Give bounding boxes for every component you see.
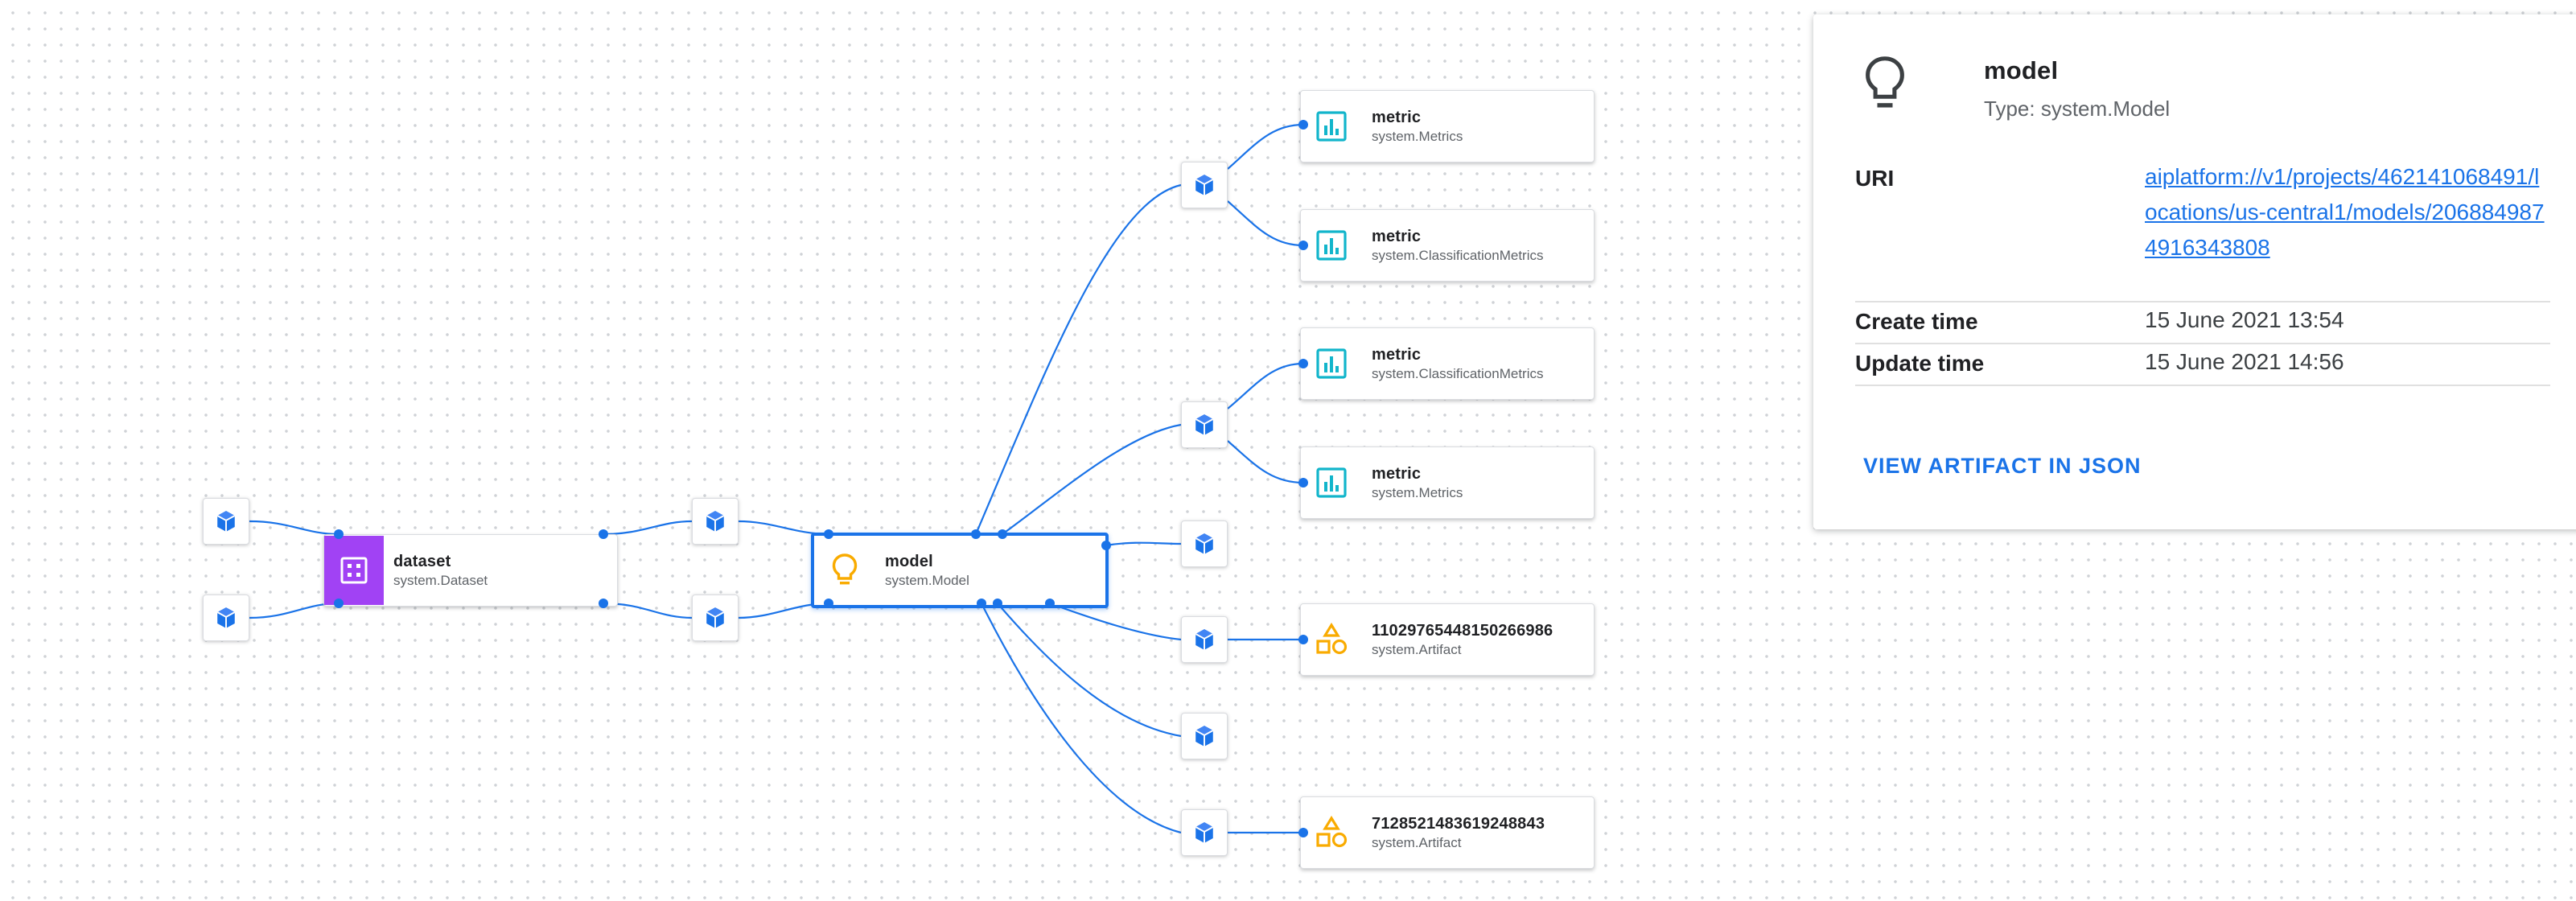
execution-node[interactable] — [692, 498, 739, 545]
edge — [974, 183, 1182, 535]
connection-port — [599, 529, 608, 539]
execution-node[interactable] — [1181, 520, 1228, 567]
execution-node[interactable] — [203, 498, 249, 545]
artifact-name: 11029765448150266986 — [1372, 622, 1553, 640]
artifact-name: dataset — [393, 553, 451, 570]
artifact-type: system.Metrics — [1372, 485, 1463, 500]
execution-node[interactable] — [1181, 616, 1228, 663]
artifact-type: system.Metrics — [1372, 129, 1463, 144]
cube-icon — [1194, 725, 1215, 747]
lightbulb-icon — [1863, 55, 1907, 120]
edge — [1002, 423, 1182, 535]
artifact-name: model — [885, 553, 933, 570]
property-label: Update time — [1855, 351, 1985, 376]
artifact-type: system.ClassificationMetrics — [1372, 366, 1544, 381]
execution-node[interactable] — [203, 594, 249, 641]
edge — [603, 520, 693, 536]
cube-icon — [1194, 628, 1215, 651]
artifact-node[interactable]: 7128521483619248843 system.Artifact — [1300, 796, 1595, 869]
connection-port — [971, 529, 981, 539]
connection-port — [1298, 241, 1308, 250]
edge — [249, 520, 339, 536]
connection-port — [599, 599, 608, 608]
cube-icon — [216, 510, 237, 533]
metric-node[interactable]: metric system.Metrics — [1300, 90, 1595, 163]
shapes-icon — [1301, 797, 1362, 868]
bar-chart-icon — [1301, 91, 1362, 162]
cube-icon — [705, 510, 726, 533]
artifact-type: system.Model — [885, 573, 969, 588]
cube-icon — [1194, 533, 1215, 555]
dataset-node[interactable]: dataset system.Dataset — [323, 534, 618, 607]
property-label: Create time — [1855, 309, 1978, 334]
artifact-name: metric — [1372, 228, 1422, 245]
artifact-type: system.Artifact — [1372, 642, 1462, 657]
metric-node[interactable]: metric system.ClassificationMetrics — [1300, 209, 1595, 282]
edge — [1227, 440, 1304, 484]
cube-icon — [1194, 413, 1215, 436]
connection-port — [1101, 541, 1111, 550]
connection-port — [334, 529, 344, 539]
artifact-name: 7128521483619248843 — [1372, 815, 1545, 833]
property-value: aiplatform://v1/projects/462141068491/lo… — [2145, 159, 2547, 265]
edge — [1227, 362, 1304, 409]
property-row-uri: URI aiplatform://v1/projects/46214106849… — [1855, 159, 2550, 302]
edge — [997, 603, 1182, 738]
connection-port — [824, 529, 833, 539]
dataset-grid-icon — [324, 536, 384, 605]
connection-port — [993, 599, 1002, 608]
metric-node[interactable]: metric system.ClassificationMetrics — [1300, 327, 1595, 400]
cube-icon — [1194, 174, 1215, 196]
uri-link[interactable]: aiplatform://v1/projects/462141068491/lo… — [2145, 164, 2545, 260]
bar-chart-icon — [1301, 447, 1362, 518]
bar-chart-icon — [1301, 328, 1362, 399]
property-row-update-time: Update time 15 June 2021 14:56 — [1855, 343, 2550, 386]
artifact-type: system.Dataset — [393, 573, 488, 588]
lightbulb-icon — [814, 536, 875, 605]
model-node[interactable]: model system.Model — [811, 533, 1109, 608]
artifact-name: metric — [1372, 346, 1422, 364]
view-json-button[interactable]: VIEW ARTIFACT IN JSON — [1863, 454, 2142, 478]
execution-node[interactable] — [1181, 401, 1228, 448]
connection-port — [1298, 359, 1308, 368]
artifact-details-panel: model Type: system.Model URI aiplatform:… — [1813, 14, 2576, 529]
property-value: 15 June 2021 14:56 — [2145, 349, 2344, 374]
connection-port — [977, 599, 986, 608]
panel-title: model — [1984, 56, 2059, 84]
connection-port — [1298, 120, 1308, 130]
artifact-type: system.ClassificationMetrics — [1372, 248, 1544, 263]
execution-node[interactable] — [692, 594, 739, 641]
bar-chart-icon — [1301, 210, 1362, 281]
cube-icon — [705, 607, 726, 629]
edge — [1227, 123, 1304, 170]
artifact-type: system.Artifact — [1372, 835, 1462, 850]
execution-node[interactable] — [1181, 809, 1228, 856]
connection-port — [1298, 828, 1308, 837]
connection-port — [998, 529, 1007, 539]
cube-icon — [216, 607, 237, 629]
edge — [1227, 200, 1304, 247]
connection-port — [334, 599, 344, 608]
connection-port — [824, 599, 833, 608]
panel-subtitle: Type: system.Model — [1984, 97, 2171, 121]
cube-icon — [1194, 821, 1215, 844]
connection-port — [1298, 635, 1308, 644]
property-label: URI — [1855, 166, 1895, 191]
property-value: 15 June 2021 13:54 — [2145, 307, 2344, 332]
property-row-create-time: Create time 15 June 2021 13:54 — [1855, 301, 2550, 344]
execution-node[interactable] — [1181, 162, 1228, 208]
artifact-node[interactable]: 11029765448150266986 system.Artifact — [1300, 603, 1595, 676]
connection-port — [1045, 599, 1055, 608]
shapes-icon — [1301, 604, 1362, 675]
edge — [1105, 541, 1182, 547]
edge — [1049, 602, 1182, 641]
artifact-name: metric — [1372, 465, 1422, 483]
edge — [981, 603, 1182, 834]
metric-node[interactable]: metric system.Metrics — [1300, 446, 1595, 519]
execution-node[interactable] — [1181, 713, 1228, 759]
connection-port — [1298, 478, 1308, 488]
artifact-name: metric — [1372, 109, 1422, 126]
